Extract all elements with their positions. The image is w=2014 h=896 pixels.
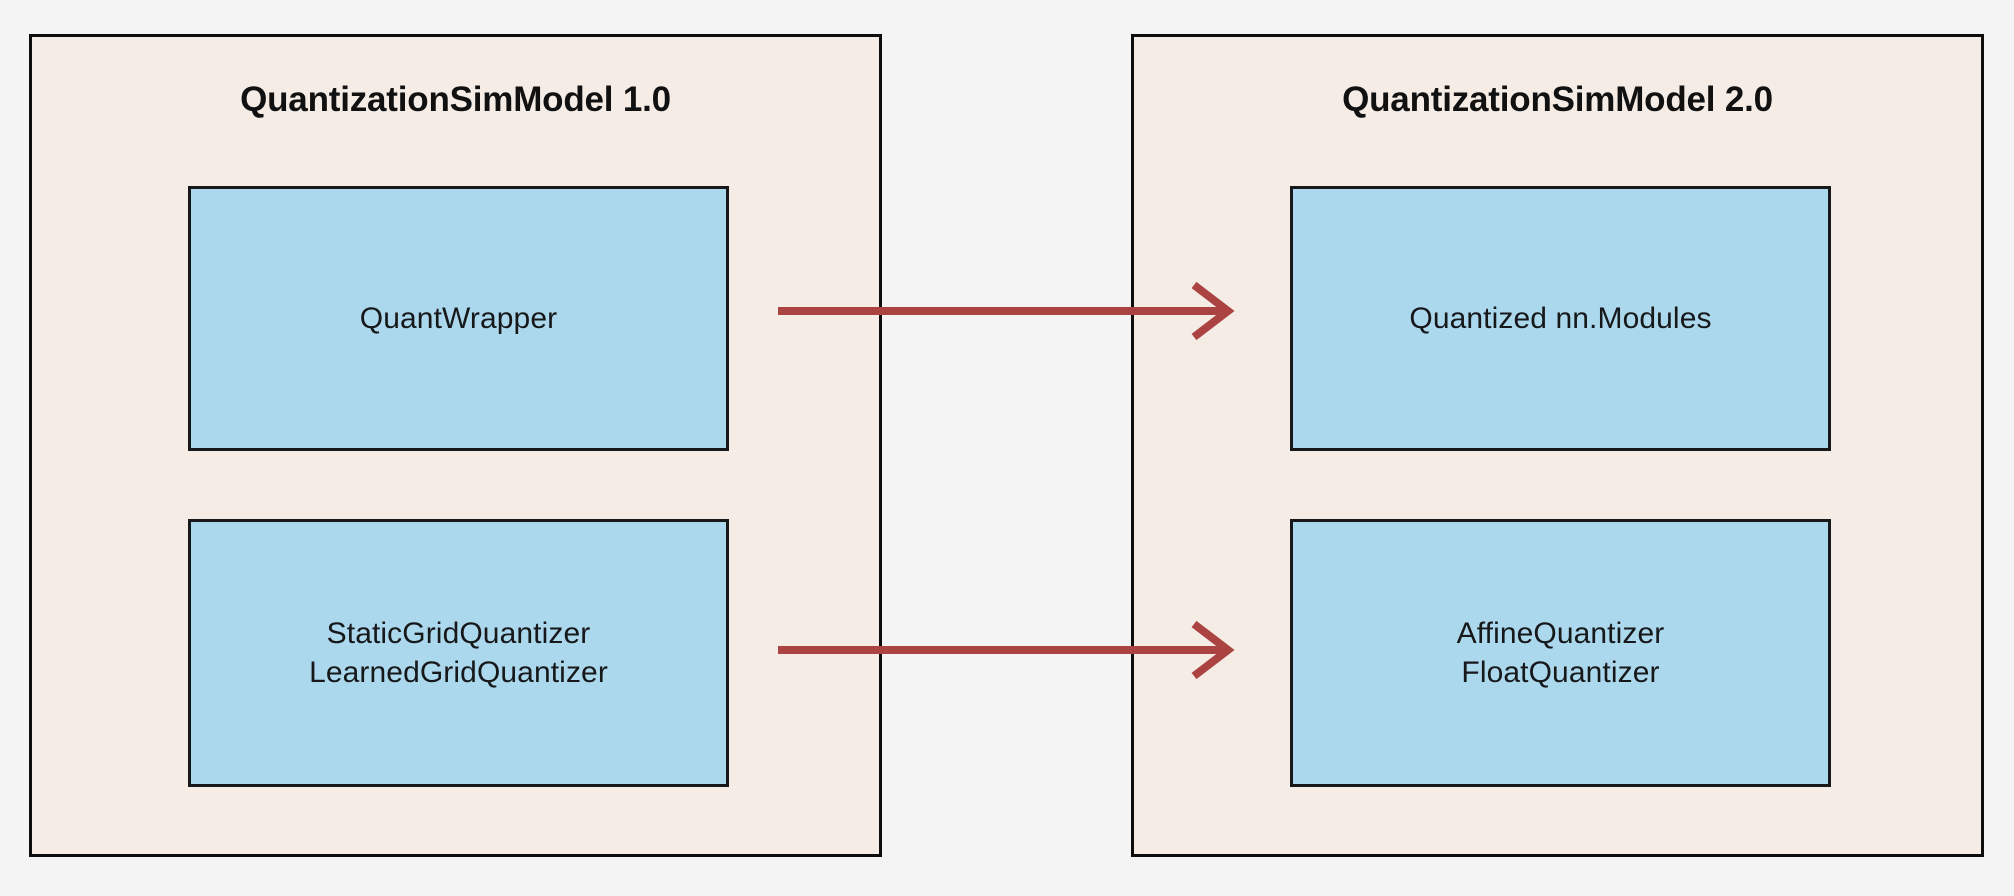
group-title-quantsim-2: QuantizationSimModel 2.0 xyxy=(1342,80,1773,119)
arrow-head-icon xyxy=(1191,620,1235,680)
node-quantwrapper[interactable]: QuantWrapper xyxy=(188,186,729,451)
arrow-head-icon xyxy=(1191,281,1235,341)
group-panel-quantsim-2: QuantizationSimModel 2.0 Quantized nn.Mo… xyxy=(1131,34,1984,857)
node-label-quantized-modules: Quantized nn.Modules xyxy=(1409,302,1712,335)
node-label-affine-float-quantizers: AffineQuantizer FloatQuantizer xyxy=(1456,617,1665,689)
arrow-quantwrapper-to-quantized-modules xyxy=(778,281,1235,341)
group-panel-quantsim-1: QuantizationSimModel 1.0 QuantWrapper St… xyxy=(29,34,882,857)
node-label-quantwrapper: QuantWrapper xyxy=(359,302,558,335)
node-quantized-modules[interactable]: Quantized nn.Modules xyxy=(1290,186,1831,451)
group-title-quantsim-1: QuantizationSimModel 1.0 xyxy=(240,80,671,119)
node-grid-quantizers[interactable]: StaticGridQuantizer LearnedGridQuantizer xyxy=(188,519,729,787)
node-label-grid-quantizers: StaticGridQuantizer LearnedGridQuantizer xyxy=(309,617,608,689)
arrow-grid-quantizers-to-affine-float-quantizers xyxy=(778,620,1235,680)
node-affine-float-quantizers[interactable]: AffineQuantizer FloatQuantizer xyxy=(1290,519,1831,787)
